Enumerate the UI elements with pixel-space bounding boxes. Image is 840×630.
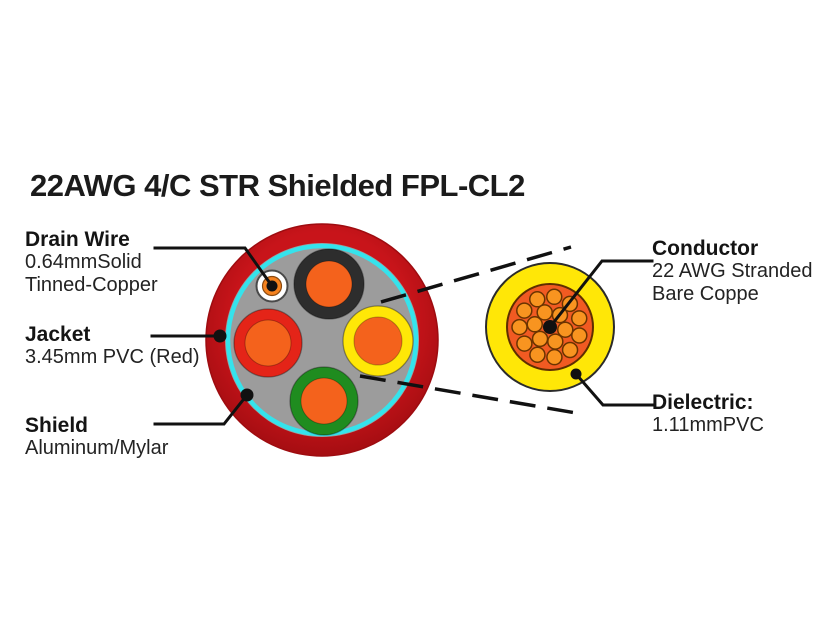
conductor-spec-line1: 22 AWG Stranded	[652, 260, 813, 282]
shield-spec-line1: Aluminum/Mylar	[25, 437, 169, 459]
callout-shield: Shield Aluminum/Mylar	[25, 415, 168, 460]
dashed-line-upper	[380, 245, 572, 304]
conductor-strand	[547, 333, 564, 350]
callout-conductor: Conductor 22 AWG Stranded Bare Coppe	[652, 238, 812, 306]
conductor-strand	[546, 348, 563, 366]
conductor-spec-line2: Bare Coppe	[652, 283, 759, 305]
conductor-strand	[526, 316, 543, 333]
conductor-strand	[531, 330, 549, 348]
conductor-strand	[570, 310, 588, 327]
conductor-heading: Conductor	[652, 237, 759, 260]
dielectric-leader	[573, 371, 654, 407]
dielectric-spec-line1: 1.11mmPVC	[652, 414, 764, 436]
dielectric-heading: Dielectric:	[652, 391, 754, 414]
leader-dots	[213, 280, 582, 402]
conductor-strand	[516, 335, 533, 352]
callout-drain-wire: Drain Wire 0.64mmSolid Tinned-Copper	[25, 229, 158, 297]
jacket-heading: Jacket	[25, 323, 91, 346]
conductor-strand	[536, 304, 553, 321]
conductor-strand	[561, 341, 579, 359]
shield-leader	[153, 392, 250, 426]
cable-cross-section	[205, 223, 439, 457]
dielectric-leader-dot	[570, 368, 582, 380]
cable-conductor-yellow-core	[353, 316, 403, 366]
leader-lines	[150, 246, 654, 426]
conductor-strand	[511, 318, 528, 336]
jacket-spec-line1: 3.45mm PVC (Red)	[25, 346, 200, 368]
cable-conductor-green-core	[300, 377, 348, 425]
conductor-strand	[557, 321, 574, 338]
conductor-strand	[545, 288, 563, 306]
shield-leader-dot	[240, 388, 254, 402]
conductor-strand	[529, 346, 546, 364]
conductor-strand	[528, 291, 546, 308]
drain-wire-leader-dot	[266, 280, 278, 292]
drain-wire-leader	[153, 246, 275, 289]
conductor-leader	[547, 259, 654, 330]
conductor-strand	[516, 302, 533, 319]
shield-heading: Shield	[25, 414, 89, 437]
callout-dielectric: Dielectric: 1.11mmPVC	[652, 392, 764, 437]
conductor-leader-dot	[543, 320, 557, 334]
cable-conductor-red-core	[244, 319, 292, 367]
jacket-leader-dot	[213, 329, 227, 343]
drain-wire-spec-line1: 0.64mmSolid	[25, 251, 142, 273]
drain-wire-spec-line2: Tinned-Copper	[25, 274, 158, 296]
magnification-dashed-lines	[359, 245, 583, 416]
cable-conductor-black-core	[305, 260, 353, 308]
conductor-strand	[571, 327, 588, 344]
callout-jacket: Jacket 3.45mm PVC (Red)	[25, 324, 200, 369]
page-title: 22AWG 4/C STR Shielded FPL-CL2	[30, 168, 525, 203]
drain-wire-heading: Drain Wire	[25, 228, 130, 251]
